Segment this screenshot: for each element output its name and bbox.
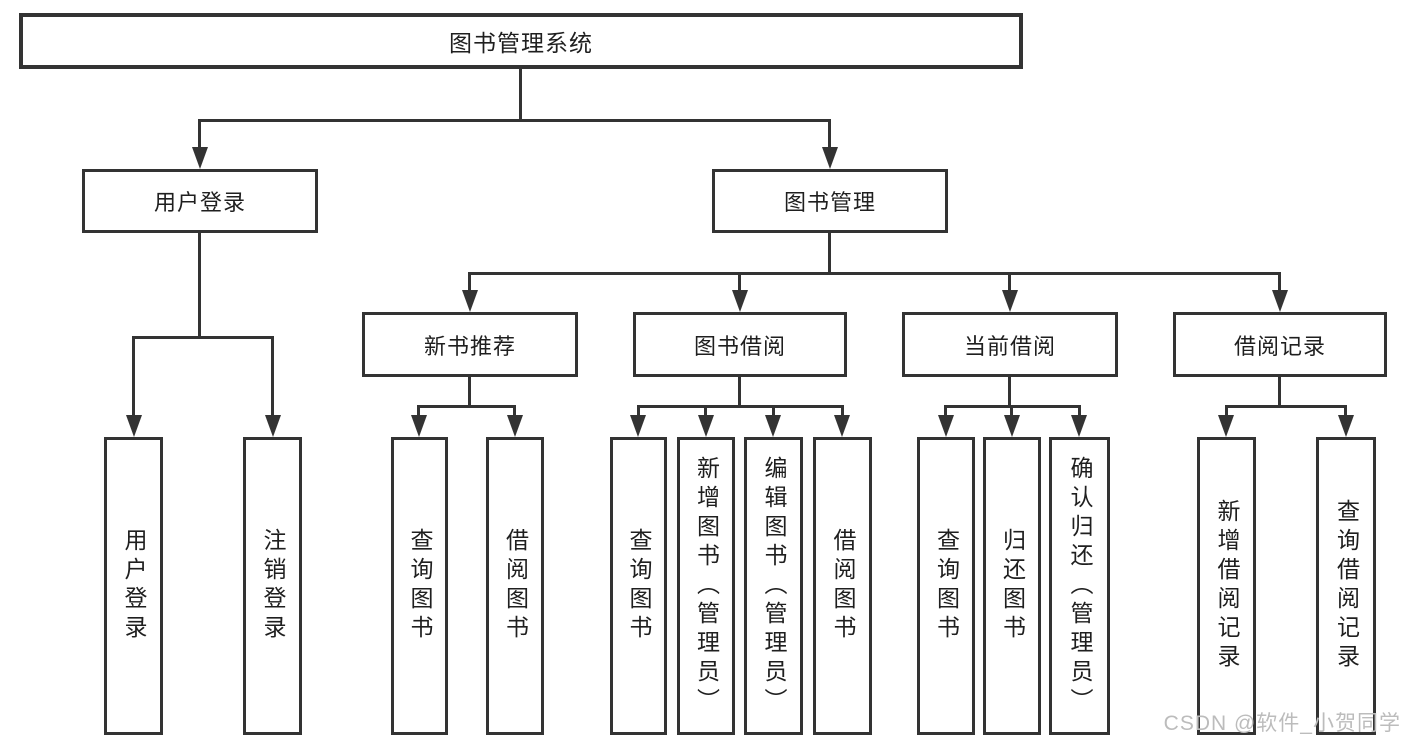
node-book-management-label: 图书管理 xyxy=(783,190,876,215)
arrow-down-icon xyxy=(765,415,781,437)
node-new-book-recommend: 新书推荐 xyxy=(362,312,578,377)
arrow-down-icon xyxy=(1002,290,1018,312)
connector-line xyxy=(1278,377,1281,408)
leaf-query-books-recommend-label: 查询图书 xyxy=(407,528,433,644)
leaf-borrow-books-borrowing-label: 借阅图书 xyxy=(830,528,856,644)
node-current-borrowing: 当前借阅 xyxy=(902,312,1118,377)
connector-line xyxy=(513,405,516,418)
leaf-confirm-return-admin: 确认归还（管理员） xyxy=(1049,437,1110,735)
arrow-down-icon xyxy=(834,415,850,437)
leaf-return-books-label: 归还图书 xyxy=(999,528,1026,644)
node-current-borrowing-label: 当前借阅 xyxy=(963,333,1056,359)
connector-line xyxy=(468,377,471,408)
connector-line xyxy=(738,272,741,293)
connector-line xyxy=(841,405,844,418)
arrow-down-icon xyxy=(507,415,523,437)
leaf-edit-books-admin: 编辑图书（管理员） xyxy=(744,437,803,735)
leaf-query-books-borrowing: 查询图书 xyxy=(610,437,667,735)
arrow-down-icon xyxy=(462,290,478,312)
leaf-edit-books-admin-label: 编辑图书（管理员） xyxy=(761,455,787,717)
arrow-down-icon xyxy=(698,415,714,437)
connector-line xyxy=(1008,377,1011,408)
leaf-logout: 注销登录 xyxy=(243,437,302,735)
connector-line xyxy=(132,336,274,339)
leaf-borrow-books-recommend-label: 借阅图书 xyxy=(502,528,529,644)
connector-line xyxy=(198,119,201,150)
connector-line xyxy=(271,336,274,418)
leaf-add-borrow-record: 新增借阅记录 xyxy=(1197,437,1256,735)
connector-line xyxy=(198,233,201,339)
connector-line xyxy=(1010,405,1013,418)
arrow-down-icon xyxy=(1071,415,1087,437)
node-root: 图书管理系统 xyxy=(19,13,1023,69)
connector-line xyxy=(1225,405,1228,418)
arrow-down-icon xyxy=(938,415,954,437)
arrow-down-icon xyxy=(1272,290,1288,312)
node-borrowing-records: 借阅记录 xyxy=(1173,312,1387,377)
connector-line xyxy=(704,405,707,418)
connector-line xyxy=(519,69,522,122)
connector-line xyxy=(1278,272,1281,293)
connector-line xyxy=(1225,405,1347,408)
arrow-down-icon xyxy=(1218,415,1234,437)
leaf-user-login: 用户登录 xyxy=(104,437,163,735)
node-book-borrowing: 图书借阅 xyxy=(633,312,847,377)
arrow-down-icon xyxy=(192,147,208,169)
node-borrowing-records-label: 借阅记录 xyxy=(1233,333,1326,359)
node-root-label: 图书管理系统 xyxy=(449,30,593,56)
arrow-down-icon xyxy=(265,415,281,437)
leaf-borrow-books-borrowing: 借阅图书 xyxy=(813,437,872,735)
leaf-add-books-admin-label: 新增图书（管理员） xyxy=(693,455,720,717)
arrow-down-icon xyxy=(630,415,646,437)
connector-line xyxy=(738,377,741,408)
leaf-query-books-borrowing-label: 查询图书 xyxy=(626,528,652,644)
arrow-down-icon xyxy=(1338,415,1354,437)
node-book-borrowing-label: 图书借阅 xyxy=(693,333,786,359)
leaf-query-borrow-record-label: 查询借阅记录 xyxy=(1333,499,1360,673)
connector-line xyxy=(468,272,1281,275)
leaf-return-books: 归还图书 xyxy=(983,437,1041,735)
leaf-add-books-admin: 新增图书（管理员） xyxy=(677,437,735,735)
connector-line xyxy=(772,405,775,418)
leaf-logout-label: 注销登录 xyxy=(260,528,286,644)
connector-line xyxy=(417,405,516,408)
connector-line xyxy=(944,405,947,418)
arrow-down-icon xyxy=(822,147,838,169)
node-book-management: 图书管理 xyxy=(712,169,948,233)
connector-line xyxy=(1008,272,1011,293)
connector-line xyxy=(637,405,844,408)
arrow-down-icon xyxy=(126,415,142,437)
node-new-book-recommend-label: 新书推荐 xyxy=(423,333,516,359)
connector-line xyxy=(637,405,640,418)
leaf-confirm-return-admin-label: 确认归还（管理员） xyxy=(1067,455,1093,717)
leaf-query-books-current: 查询图书 xyxy=(917,437,975,735)
leaf-query-books-recommend: 查询图书 xyxy=(391,437,448,735)
arrow-down-icon xyxy=(1004,415,1020,437)
leaf-query-books-current-label: 查询图书 xyxy=(933,528,960,644)
leaf-borrow-books-recommend: 借阅图书 xyxy=(486,437,544,735)
node-user-login-label: 用户登录 xyxy=(153,190,246,215)
leaf-add-borrow-record-label: 新增借阅记录 xyxy=(1214,499,1240,673)
arrow-down-icon xyxy=(732,290,748,312)
connector-line xyxy=(828,119,831,150)
connector-line xyxy=(468,272,471,293)
arrow-down-icon xyxy=(411,415,427,437)
connector-line xyxy=(1078,405,1081,418)
leaf-query-borrow-record: 查询借阅记录 xyxy=(1316,437,1376,735)
node-user-login: 用户登录 xyxy=(82,169,318,233)
connector-line xyxy=(417,405,420,418)
connector-line xyxy=(1344,405,1347,418)
connector-line xyxy=(828,233,831,275)
leaf-user-login-label: 用户登录 xyxy=(121,528,147,644)
connector-line xyxy=(132,336,135,418)
connector-line xyxy=(198,119,831,122)
